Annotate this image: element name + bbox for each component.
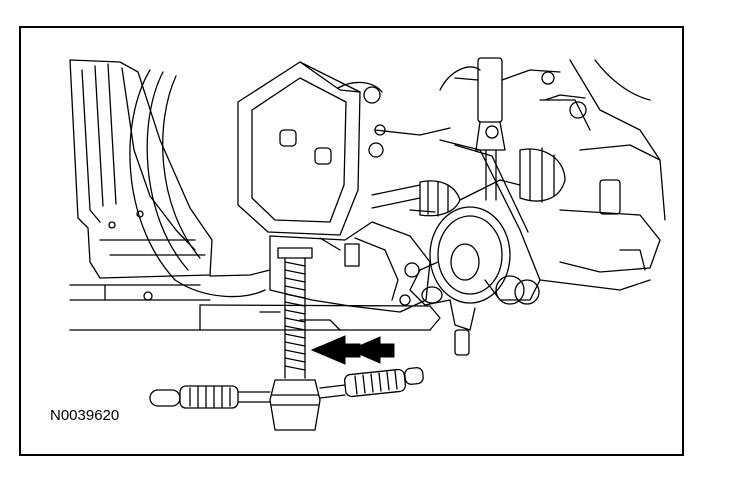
control-arm-part <box>439 139 661 305</box>
brake-caliper-part <box>237 61 384 236</box>
steering-knuckle-part <box>209 221 431 313</box>
drive-shaft-part <box>371 147 566 217</box>
hub-flange-part <box>409 206 511 356</box>
separator-tool-handle <box>149 367 424 431</box>
splash-shield-part <box>69 59 213 279</box>
figure-reference-code: N0039620 <box>50 407 120 424</box>
figure-frame <box>19 26 684 456</box>
subframe-rail-part <box>69 284 441 331</box>
chassis-part <box>539 59 666 271</box>
brake-rotor-part <box>129 69 266 298</box>
strut-part <box>454 57 561 201</box>
fastener-details <box>143 66 586 306</box>
separator-tool-screw <box>277 247 313 379</box>
direction-arrow-icon <box>310 335 395 365</box>
